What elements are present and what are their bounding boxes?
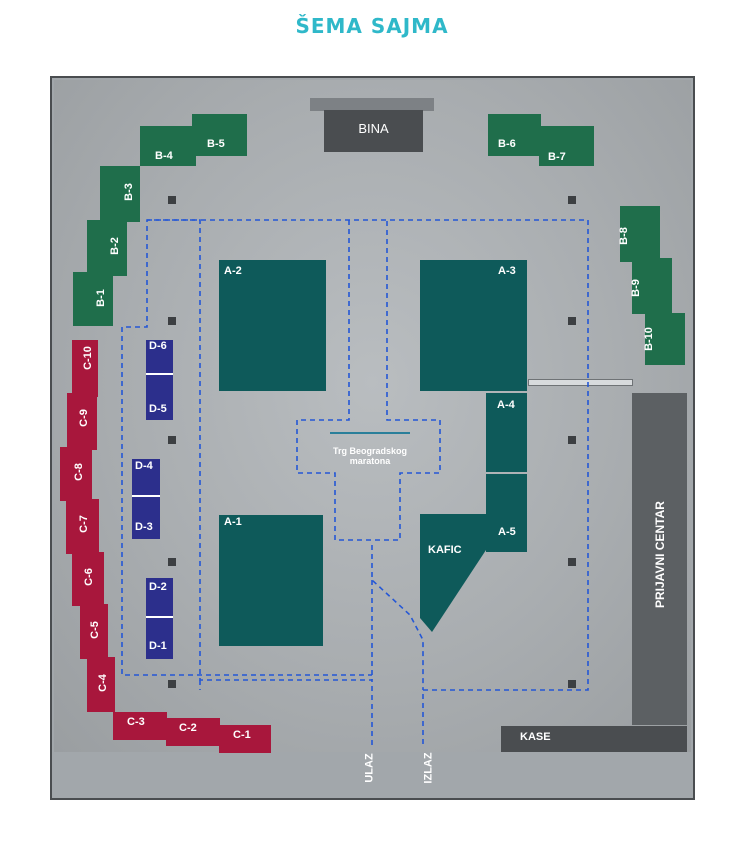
marker [168,436,176,444]
booth-c6[interactable] [72,552,104,606]
booth-d1-label: D-1 [149,640,167,652]
booth-d3-label: D-3 [135,521,153,533]
railing [528,379,633,386]
booth-b5-label: B-5 [207,138,225,150]
booth-a2-label: A-2 [224,265,242,277]
booth-c1-label: C-1 [233,729,251,741]
square-underline [330,432,410,434]
booth-a1[interactable] [219,515,323,646]
booth-a5[interactable] [486,474,527,552]
booth-d2[interactable] [146,578,173,616]
marker [568,680,576,688]
marker [568,558,576,566]
booth-c2-label: C-2 [179,722,197,734]
booth-b5[interactable] [192,114,247,156]
booth-b3[interactable] [100,166,140,222]
booth-b4-label: B-4 [155,150,173,162]
stage [324,110,423,152]
booth-d2-label: D-2 [149,581,167,593]
booth-divider [146,616,173,618]
booth-d4-label: D-4 [135,460,153,472]
marker [568,317,576,325]
marker [168,317,176,325]
booth-c10[interactable] [72,340,98,397]
marker [168,558,176,566]
booth-divider [146,373,173,375]
booth-d5-label: D-5 [149,403,167,415]
booth-a5-label: A-5 [498,526,516,538]
booth-c3[interactable] [113,712,167,740]
booth-c2[interactable] [166,718,220,746]
booth-c8[interactable] [60,447,92,501]
booth-d5[interactable] [146,375,173,420]
marker [568,196,576,204]
booth-b7[interactable] [539,126,594,166]
booth-d6[interactable] [146,340,173,373]
booth-c9[interactable] [67,393,97,450]
booth-d6-label: D-6 [149,340,167,352]
booth-b4[interactable] [140,126,196,166]
booth-a1-label: A-1 [224,516,242,528]
stage-rail [310,98,434,111]
cafe-label: KAFIC [428,544,462,556]
booth-b6[interactable] [488,114,541,156]
cafe-booth[interactable] [420,514,490,634]
ticket-office-label: KASE [520,731,551,743]
booth-a4[interactable] [486,393,527,472]
square-label: Trg Beogradskog maratona [332,446,407,466]
marker [168,680,176,688]
booth-d3[interactable] [132,497,160,539]
booth-c3-label: C-3 [127,716,145,728]
ticket-office[interactable] [501,726,687,752]
booth-b10[interactable] [645,313,685,365]
booth-c1[interactable] [219,725,271,753]
booth-b9[interactable] [632,258,672,314]
booth-c4[interactable] [87,657,115,712]
map-title: ŠEMA SAJMA [295,14,449,38]
booth-c5[interactable] [80,604,108,659]
booth-b8[interactable] [620,206,660,262]
booth-a2[interactable] [219,260,326,391]
booth-b1[interactable] [73,272,113,326]
marker [568,436,576,444]
booth-divider [132,495,160,497]
booth-a3-label: A-3 [498,265,516,277]
registration-center[interactable] [632,393,687,725]
booth-b7-label: B-7 [548,151,566,163]
booth-a3[interactable] [420,260,527,391]
booth-c7[interactable] [66,499,99,554]
booth-d4[interactable] [132,459,160,495]
booth-d1[interactable] [146,618,173,659]
booth-b6-label: B-6 [498,138,516,150]
marker [168,196,176,204]
booth-b2[interactable] [87,220,127,276]
booth-a4-label: A-4 [497,399,515,411]
stage-label: BINA [358,121,389,136]
